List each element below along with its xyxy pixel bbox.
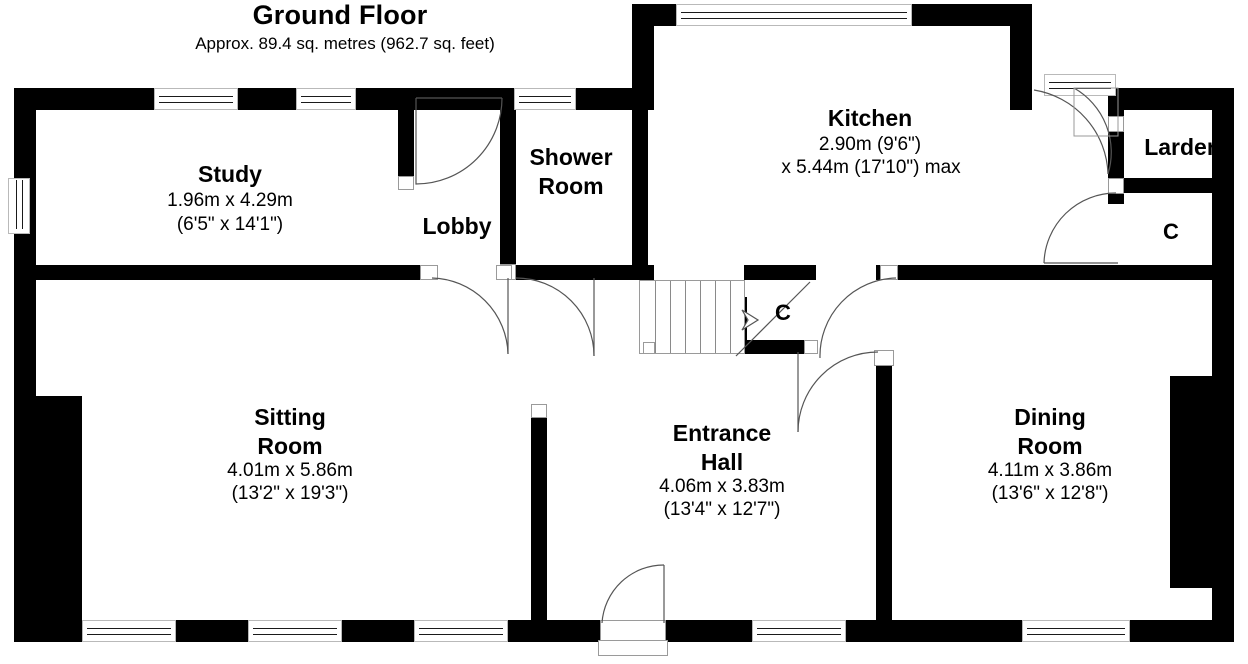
window-bottom-sitting-1 — [82, 620, 176, 642]
wall-interior-spine-mid — [496, 265, 654, 280]
chimney-breast-right — [1170, 376, 1234, 588]
staircase — [639, 280, 745, 354]
wall-exterior-top-right — [1108, 88, 1234, 110]
wall-interior-spine-right — [876, 265, 1234, 280]
wall-stair-cupboard-bottom — [735, 340, 816, 354]
room-label-entrance-hall-line1: Entrance — [672, 420, 772, 446]
chimney-breast-left — [14, 396, 82, 622]
door-study[interactable] — [414, 96, 504, 188]
room-dim-kitchen-imperial: x 5.44m (17'10") max — [781, 157, 961, 178]
threshold-entrance — [598, 640, 668, 656]
door-lobby-sitting[interactable] — [431, 277, 514, 358]
room-label-entrance-hall-line2: Hall — [700, 449, 744, 475]
window-bottom-dining-2 — [1022, 620, 1130, 642]
room-label-larder: Larder — [1144, 134, 1216, 160]
door-gap-study — [398, 176, 414, 190]
window-study-top-1 — [154, 88, 238, 110]
room-dim-study-metric: 1.96m x 4.29m — [167, 190, 293, 211]
door-gap-larder — [1108, 116, 1124, 132]
room-label-study: Study — [198, 161, 262, 187]
wall-larder-left — [1108, 88, 1124, 186]
door-gap-hall-sitting — [531, 404, 547, 418]
window-kitchen-top — [676, 4, 912, 26]
room-dim-sitting-metric: 4.01m x 5.86m — [227, 460, 353, 481]
stair-bottom-nosing — [643, 342, 655, 354]
floor-area-text: Approx. 89.4 sq. metres (962.7 sq. feet) — [195, 34, 495, 53]
window-lobby-top — [514, 88, 576, 110]
room-label-dining-room-line1: Dining — [1014, 404, 1086, 430]
wall-interior-spine-hall — [744, 265, 816, 280]
page-title: Ground Floor — [252, 0, 428, 30]
room-dim-study-imperial: (6'5" x 14'1") — [176, 214, 284, 235]
room-dim-hall-metric: 4.06m x 3.83m — [659, 476, 785, 497]
door-kitchen-hall[interactable] — [818, 277, 898, 364]
door-gap-lobby-sitting — [420, 265, 438, 280]
door-gap-hall-dining — [874, 350, 894, 366]
room-label-sitting-room-line2: Room — [257, 433, 323, 459]
door-gap-kitchen-hall — [880, 265, 898, 280]
room-label-lobby: Lobby — [422, 213, 492, 239]
cupboard-label-stairs: C — [775, 300, 791, 325]
wall-hall-sitting — [531, 404, 547, 642]
cupboard-label-right: C — [1163, 219, 1179, 244]
window-study-top-2 — [296, 88, 356, 110]
wall-shower-kitchen — [632, 88, 648, 280]
room-label-kitchen: Kitchen — [827, 105, 913, 131]
wall-hall-dining — [876, 350, 892, 642]
door-shower-room[interactable] — [515, 277, 598, 360]
room-dim-sitting-imperial: (13'2" x 19'3") — [231, 483, 349, 504]
wall-interior-spine-left — [14, 265, 434, 280]
door-gap-lobby-hall — [496, 265, 512, 280]
room-dim-dining-metric: 4.11m x 3.86m — [987, 460, 1113, 481]
room-dim-kitchen-metric: 2.90m (9'6") — [818, 134, 922, 155]
window-bottom-sitting-2 — [248, 620, 342, 642]
wall-larder-bottom — [1108, 178, 1234, 193]
room-label-dining-room-line2: Room — [1017, 433, 1083, 459]
room-label-shower-room-line2: Room — [538, 173, 604, 199]
room-label-sitting-room-line1: Sitting — [254, 404, 326, 430]
wall-kitchen-jog — [632, 4, 654, 110]
room-dim-hall-imperial: (13'4" x 12'7") — [663, 499, 781, 520]
door-larder[interactable] — [1033, 87, 1119, 178]
window-study-left — [8, 178, 30, 234]
wall-lobby-shower — [500, 88, 516, 278]
window-bottom-dining-1 — [752, 620, 846, 642]
room-dim-dining-imperial: (13'6" x 12'8") — [991, 483, 1109, 504]
stair-direction-arrow — [734, 280, 820, 358]
wall-kitchen-right — [1010, 4, 1032, 110]
room-label-shower-room-line1: Shower — [529, 144, 613, 170]
wall-study-lobby — [398, 88, 414, 188]
door-hall-dining[interactable] — [796, 351, 882, 438]
door-cupboard-right[interactable] — [1042, 192, 1120, 267]
door-entrance[interactable] — [600, 564, 668, 624]
door-gap-cupboard-right — [1108, 178, 1124, 194]
window-bottom-sitting-3 — [414, 620, 508, 642]
door-gap-stair-cupboard — [804, 340, 818, 354]
